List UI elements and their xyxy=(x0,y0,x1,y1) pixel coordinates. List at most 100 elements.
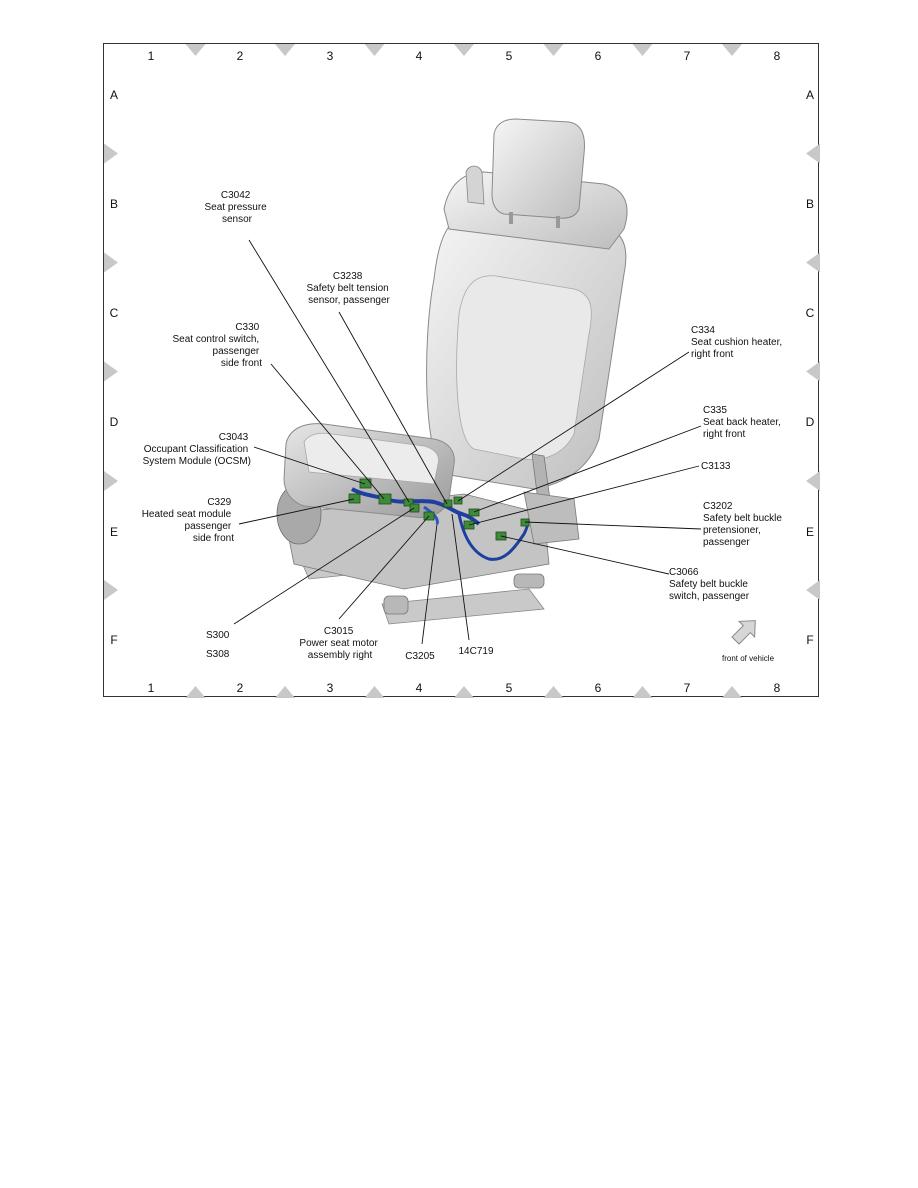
leader-14c719 xyxy=(451,513,470,641)
callout-c3205: C3205 xyxy=(405,651,435,662)
grid-marker-bottom xyxy=(364,686,385,698)
callout-c329: C329 Heated seat module passenger side f… xyxy=(142,497,235,544)
grid-row-b-left: B xyxy=(110,197,118,211)
grid-marker-right xyxy=(806,471,820,491)
callout-c330-line-1: C330 xyxy=(235,322,259,333)
seat-cushion-top-panel xyxy=(303,432,439,485)
callout-c3015-line-1: C3015 xyxy=(324,626,354,637)
grid-marker-bottom xyxy=(543,686,564,698)
leader-c3015 xyxy=(338,515,430,620)
grid-marker-left xyxy=(104,143,118,164)
callout-c3202: C3202 Safety belt buckle pretensioner, p… xyxy=(703,501,785,548)
leader-lines xyxy=(233,239,702,645)
grid-marker-bottom xyxy=(185,686,206,698)
grid-row-d-left: D xyxy=(110,415,119,429)
grid-marker-bottom xyxy=(632,686,653,698)
leader-c3133 xyxy=(468,465,700,526)
wiring-harness-lower xyxy=(423,505,439,525)
callout-c3066-line-3: switch, passenger xyxy=(669,591,750,602)
grid-row-a-left: A xyxy=(110,88,118,102)
grid-col-5-top: 5 xyxy=(506,49,513,63)
callout-c330: C330 Seat control switch, passenger side… xyxy=(173,322,263,369)
grid-col-3-bottom: 3 xyxy=(327,681,334,695)
grid-row-labels-left: A B C D E F xyxy=(110,88,119,647)
callout-c3015: C3015 Power seat motor assembly right xyxy=(299,626,380,661)
grid-marker-right xyxy=(806,143,820,164)
seat-connector-diagram: 1 2 3 4 5 6 7 8 1 2 3 4 5 6 7 8 A B C D … xyxy=(104,44,820,698)
grid-col-4-bottom: 4 xyxy=(416,681,423,695)
callout-c3202-line-3: pretensioner, xyxy=(703,525,761,536)
callout-c335-line-3: right front xyxy=(703,429,745,440)
callout-c334: C334 Seat cushion heater, right front xyxy=(691,325,785,360)
callout-c330-line-2: Seat control switch, xyxy=(173,334,260,345)
grid-marker-right xyxy=(806,580,820,600)
grid-marker-left xyxy=(104,361,118,382)
grid-col-1-bottom: 1 xyxy=(148,681,155,695)
callout-c335-line-1: C335 xyxy=(703,405,727,416)
callout-s300-line-1: S300 xyxy=(206,630,230,641)
grid-column-labels-top: 1 2 3 4 5 6 7 8 xyxy=(148,49,781,63)
grid-row-f-right: F xyxy=(806,633,813,647)
callout-c3043-line-1: C3043 xyxy=(219,432,249,443)
grid-col-7-top: 7 xyxy=(684,49,691,63)
leader-c334 xyxy=(457,351,690,502)
grid-row-e-right: E xyxy=(806,525,814,539)
callout-c330-line-3: passenger xyxy=(213,346,260,357)
callout-c3066-line-2: Safety belt buckle xyxy=(669,579,748,590)
callout-c3042-line-3: sensor xyxy=(222,214,253,225)
callout-c335-line-2: Seat back heater, xyxy=(703,417,781,428)
leader-c330 xyxy=(270,363,385,500)
grid-col-4-top: 4 xyxy=(416,49,423,63)
grid-column-labels-bottom: 1 2 3 4 5 6 7 8 xyxy=(148,681,781,695)
grid-marker-top xyxy=(454,44,474,56)
grid-row-c-left: C xyxy=(110,306,119,320)
seat-lower-frame xyxy=(283,493,550,590)
connector-c335 xyxy=(468,508,480,517)
leader-c3042 xyxy=(248,239,410,503)
grid-markers xyxy=(104,44,820,698)
grid-col-6-bottom: 6 xyxy=(595,681,602,695)
connector-c3042 xyxy=(403,498,414,507)
callout-c3043-line-3: System Module (OCSM) xyxy=(143,456,251,467)
grid-col-1-top: 1 xyxy=(148,49,155,63)
grid-marker-top xyxy=(185,44,206,56)
grid-marker-left xyxy=(104,252,118,273)
seat-front-track xyxy=(381,588,545,625)
callout-14c719-line-1: 14C719 xyxy=(458,646,493,657)
grid-col-3-top: 3 xyxy=(327,49,334,63)
grid-marker-top xyxy=(632,44,653,56)
callout-c3133: C3133 xyxy=(701,461,731,472)
grid-col-2-bottom: 2 xyxy=(237,681,244,695)
leader-c3066 xyxy=(500,535,670,575)
callout-s300: S300 S308 xyxy=(206,630,232,660)
grid-marker-right xyxy=(806,361,820,382)
grid-col-8-bottom: 8 xyxy=(774,681,781,695)
seat-headrest xyxy=(491,118,585,219)
callout-s300-line-2: S308 xyxy=(206,649,230,660)
front-of-vehicle-arrow-icon xyxy=(731,620,756,645)
seat-track-foot-right xyxy=(513,573,545,589)
callout-c3238-line-3: sensor, passenger xyxy=(308,295,390,306)
leader-c3202 xyxy=(524,521,702,530)
grid-col-2-top: 2 xyxy=(237,49,244,63)
connector-c329 xyxy=(348,493,361,504)
grid-row-a-right: A xyxy=(806,88,814,102)
grid-row-c-right: C xyxy=(806,306,815,320)
grid-col-5-bottom: 5 xyxy=(506,681,513,695)
grid-row-d-right: D xyxy=(806,415,815,429)
callout-c3042-line-2: Seat pressure xyxy=(204,202,267,213)
callout-c3205-line-1: C3205 xyxy=(405,651,435,662)
headrest-post-left xyxy=(509,212,513,224)
callout-c3043-line-2: Occupant Classification xyxy=(144,444,249,455)
callout-c329-line-4: side front xyxy=(193,533,234,544)
callout-c334-line-2: Seat cushion heater, xyxy=(691,337,782,348)
callout-c3202-line-2: Safety belt buckle xyxy=(703,513,782,524)
grid-marker-top xyxy=(275,44,295,56)
grid-col-7-bottom: 7 xyxy=(684,681,691,695)
callout-c3238-line-2: Safety belt tension xyxy=(306,283,388,294)
callout-c334-line-1: C334 xyxy=(691,325,715,336)
diagram-frame: 1 2 3 4 5 6 7 8 1 2 3 4 5 6 7 8 A B C D … xyxy=(103,43,820,698)
grid-marker-top xyxy=(722,44,742,56)
grid-row-f-left: F xyxy=(110,633,117,647)
callout-c3202-line-4: passenger xyxy=(703,537,750,548)
